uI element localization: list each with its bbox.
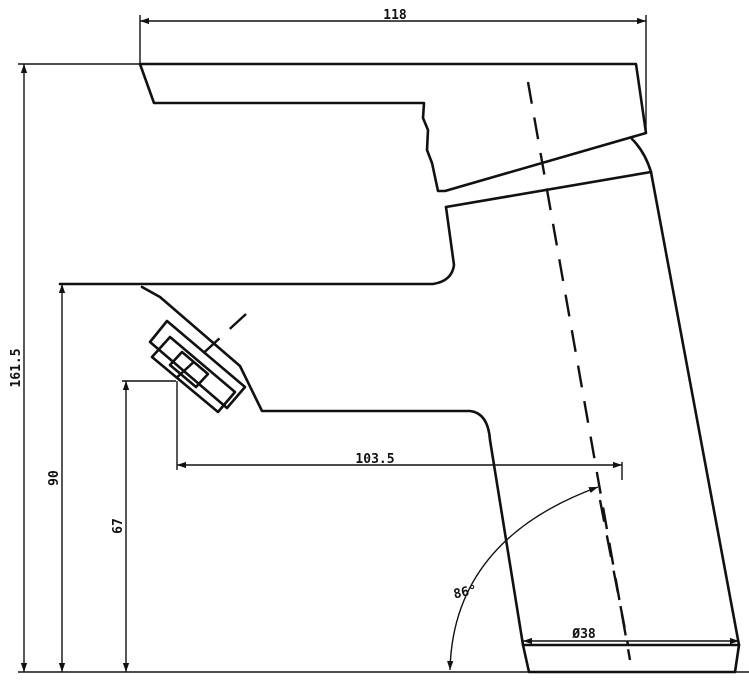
aerator-axis-centerline bbox=[172, 313, 247, 382]
dim-spout-height-label: 90 bbox=[47, 470, 62, 486]
body-top-edge bbox=[444, 170, 653, 209]
aerator bbox=[148, 319, 247, 414]
faucet-outline bbox=[18, 62, 749, 674]
base-axis-centerline bbox=[598, 499, 630, 646]
dim-angle-label: 86° bbox=[452, 583, 478, 603]
dim-spout-reach-label: 103.5 bbox=[355, 452, 394, 467]
dim-base-diameter-label: Ø38 bbox=[571, 627, 596, 642]
dim-width-top: 118 bbox=[139, 8, 647, 133]
dim-base-diameter: Ø38 bbox=[523, 627, 739, 645]
spout-body bbox=[58, 170, 741, 647]
dim-spout-reach: 103.5 bbox=[176, 381, 623, 480]
base-ring bbox=[521, 643, 741, 674]
dim-total-height-label: 161.5 bbox=[9, 348, 24, 387]
handle-joint bbox=[630, 137, 653, 174]
dim-width-top-label: 118 bbox=[383, 8, 407, 23]
handle-axis-centerline bbox=[526, 81, 632, 661]
dim-outlet-height: 67 bbox=[111, 380, 176, 672]
dim-outlet-height-label: 67 bbox=[111, 518, 126, 534]
dim-spout-height: 90 bbox=[47, 284, 66, 672]
lever-handle bbox=[138, 62, 648, 193]
dim-total-height: 161.5 bbox=[9, 63, 140, 672]
dim-angle: 86° bbox=[447, 486, 599, 671]
